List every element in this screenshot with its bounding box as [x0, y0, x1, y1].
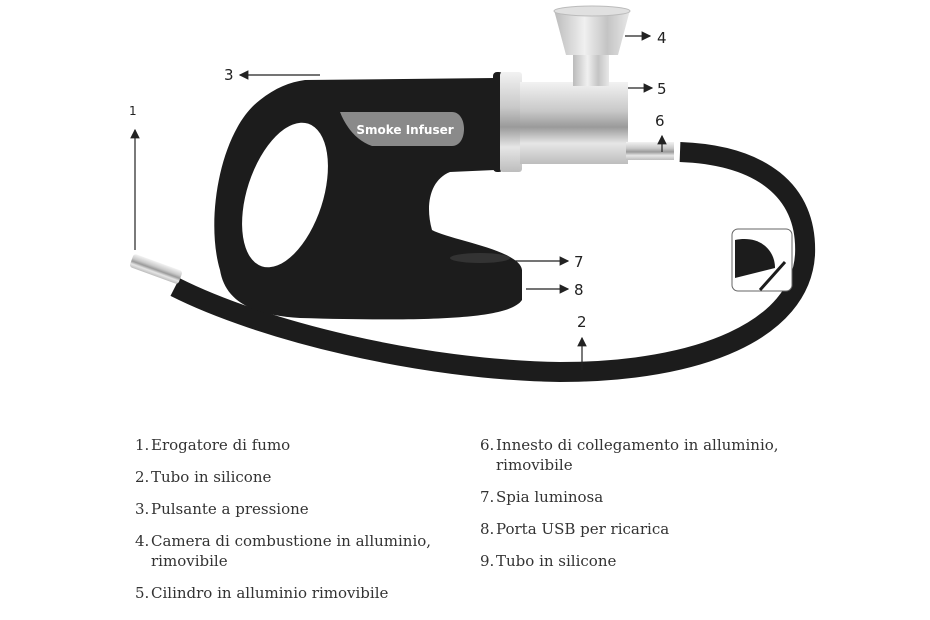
legend-item: 4.Camera di combustione in alluminio, ri…	[135, 532, 432, 570]
callout-1: 1	[129, 104, 137, 118]
callout-3: 3	[224, 66, 234, 84]
aluminium-cylinder	[493, 72, 674, 172]
legend-item: 7.Spia luminosa	[480, 488, 604, 506]
legend-left: 1.Erogatore di fumo 2.Tubo in silicone 3…	[135, 435, 465, 615]
legend-item: 9.Tubo in silicone	[480, 552, 617, 570]
callout-6: 6	[655, 112, 665, 130]
legend-item: 1.Erogatore di fumo	[135, 436, 291, 454]
legend-item: 6.Innesto di collegamento in alluminio, …	[480, 436, 779, 474]
device-body: Smoke Infuser	[214, 78, 523, 320]
callout-arrows	[130, 31, 667, 370]
silicone-tube	[170, 142, 816, 383]
legend-item: 8.Porta USB per ricarica	[480, 520, 670, 538]
smoke-infuser-diagram: Smoke Infuser	[130, 5, 816, 383]
legend-item: 2.Tubo in silicone	[135, 468, 272, 486]
smoke-nozzle	[130, 254, 182, 284]
combustion-chamber	[553, 5, 631, 86]
callout-2: 2	[577, 313, 587, 331]
callout-7: 7	[574, 253, 584, 271]
legend-item: 3.Pulsante a pressione	[135, 500, 309, 518]
legend-item: 5.Cilindro in alluminio rimovibile	[135, 584, 389, 602]
usb-port-inset	[731, 228, 793, 292]
legend-right: 6.Innesto di collegamento in alluminio, …	[480, 435, 820, 583]
callout-4: 4	[657, 29, 667, 47]
callout-5: 5	[657, 80, 667, 98]
brand-label: Smoke Infuser	[356, 123, 453, 137]
callout-8: 8	[574, 281, 584, 299]
